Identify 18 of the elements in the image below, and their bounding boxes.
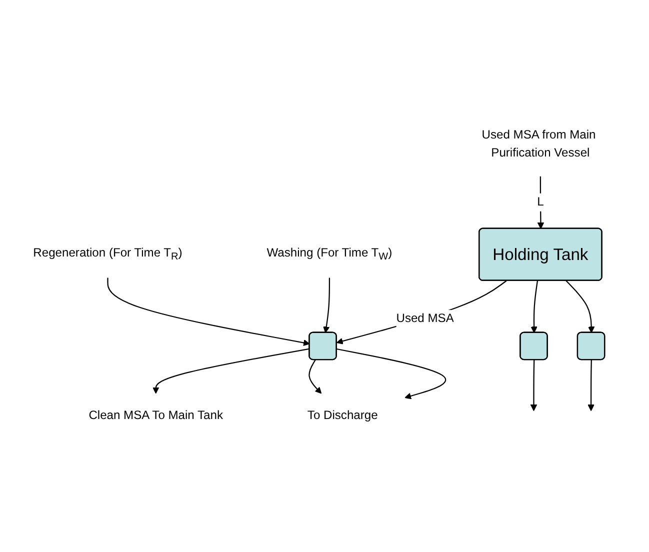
node-text: Regeneration (For Time T$_{R}$) — [33, 246, 182, 262]
arrow — [336, 280, 507, 345]
arrow — [566, 280, 595, 334]
arrow — [323, 278, 330, 334]
arrow — [152, 348, 310, 394]
arrow — [588, 360, 594, 412]
arrow — [107, 278, 310, 346]
node-text: Used MSA from Main Purification Vessel — [482, 129, 596, 160]
arrow — [336, 348, 446, 400]
node-text: Clean MSA To Main Tank — [88, 409, 223, 422]
arrow — [308, 360, 322, 394]
arrow — [530, 360, 538, 412]
edge-label: Used MSA — [396, 312, 454, 326]
arrow — [537, 176, 544, 230]
arrow — [530, 280, 538, 334]
node-text: Washing (For Time T$_{W}$) — [266, 246, 392, 262]
edge-label: L — [537, 196, 544, 209]
node-text: To Discharge — [307, 409, 378, 422]
